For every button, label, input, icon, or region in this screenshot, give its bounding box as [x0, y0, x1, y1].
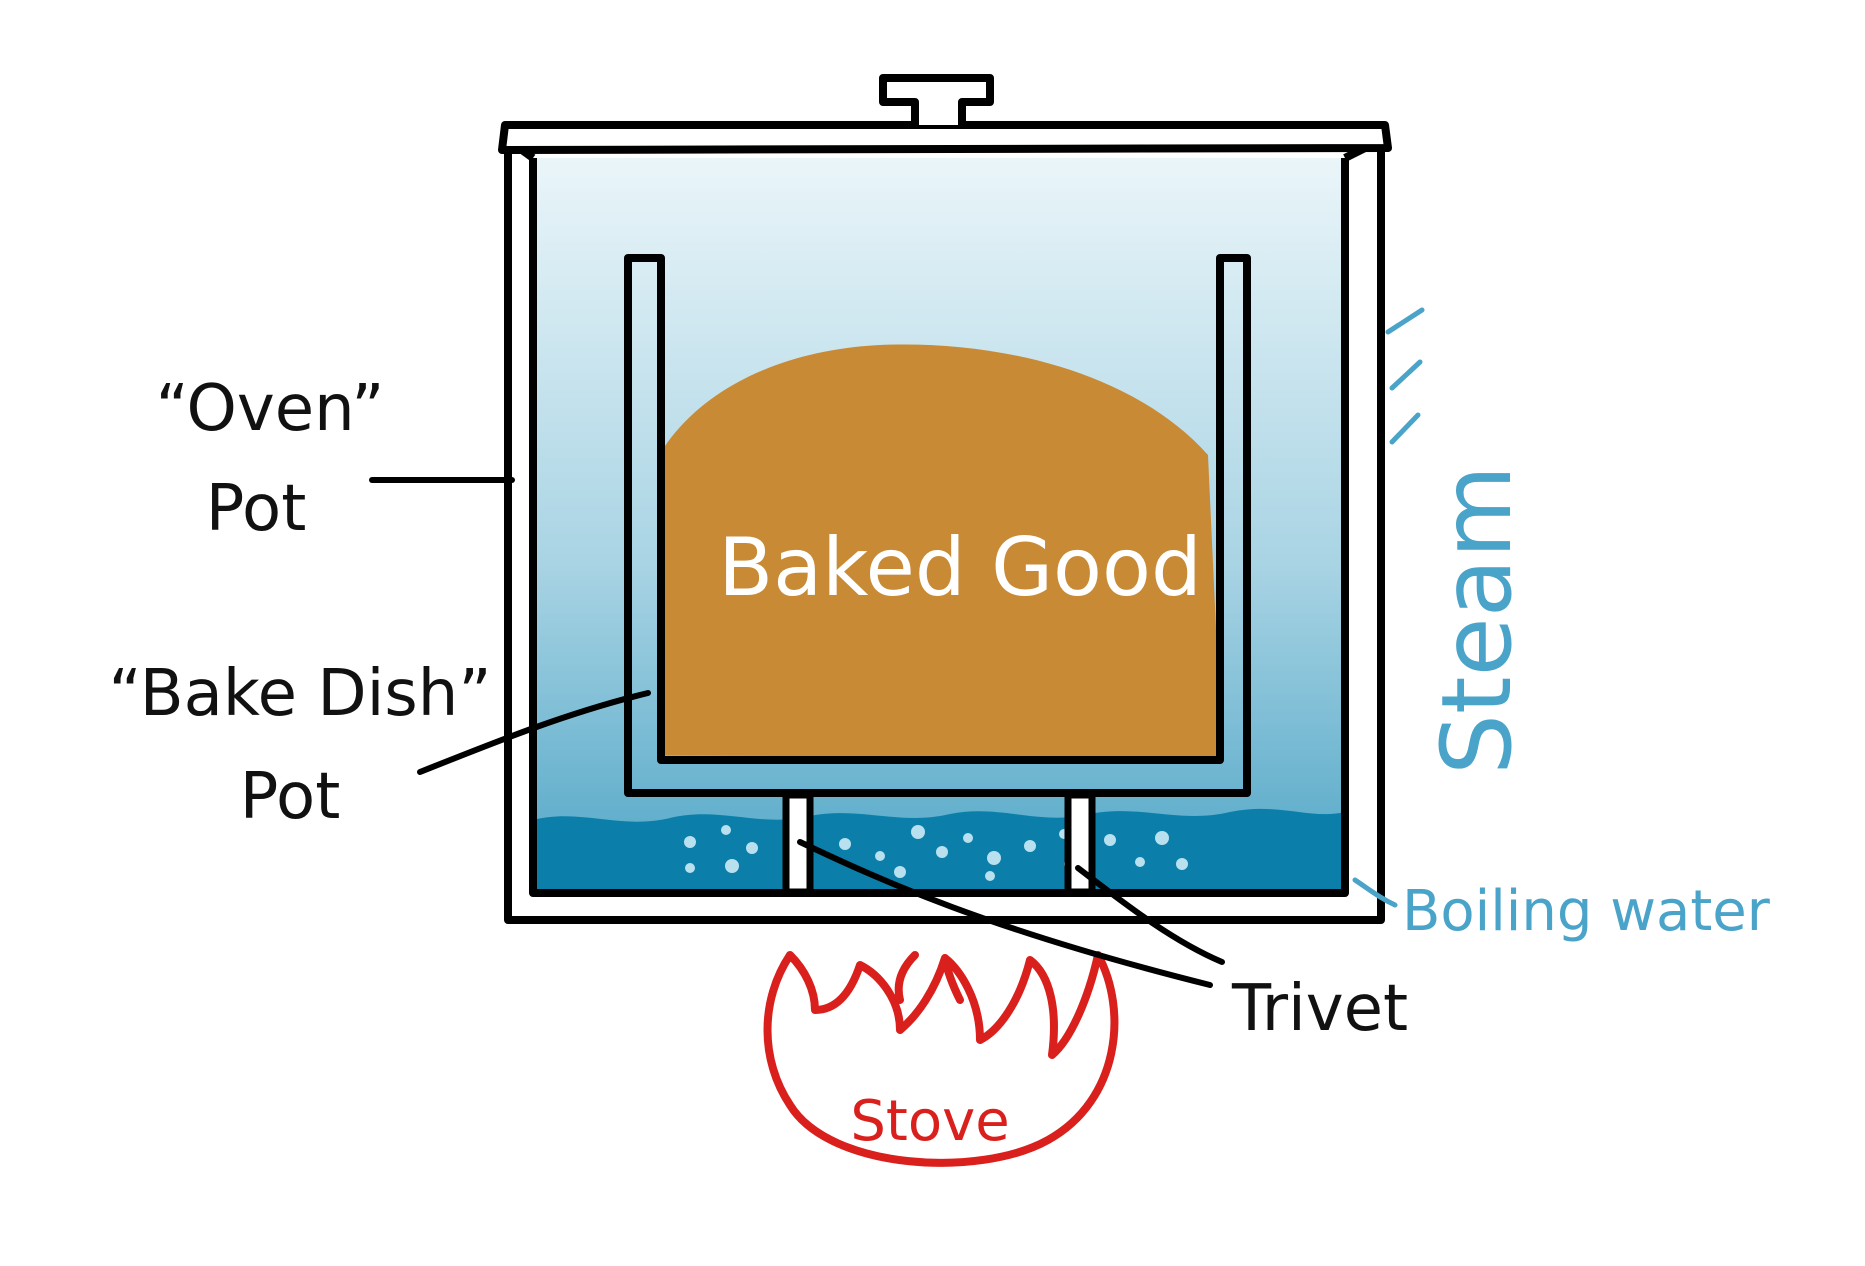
water-bubbles [684, 825, 1188, 881]
bake-dish [624, 254, 1251, 797]
boiling-water-leader [1352, 877, 1398, 908]
baked-good [661, 344, 1222, 760]
trivet-leader-2 [1075, 865, 1225, 965]
oven-pot-label: “Oven” Pot [156, 372, 385, 546]
trivet-label: Trivet [1231, 972, 1408, 1046]
trivet-leader-1 [797, 839, 1213, 988]
steam-stroke [1389, 359, 1423, 391]
steam-label: Steam [1421, 465, 1533, 775]
steam-stroke [1389, 412, 1421, 445]
bake-dish-label: “Bake Dish” Pot [109, 657, 492, 834]
pot-lid [498, 74, 1392, 154]
stove-flame-icon [763, 951, 1119, 1167]
bake-dish-label-line1: “Bake Dish” [109, 657, 492, 731]
bake-dish-label-line2: Pot [240, 760, 341, 834]
dish-walls [624, 254, 1251, 797]
boiling-water-label: Boiling water [1402, 879, 1771, 944]
stove-label: Stove [850, 1089, 1009, 1154]
oven-pot-label-line1: “Oven” [156, 372, 385, 446]
oven-pot-label-line2: Pot [206, 472, 307, 546]
bake-dish-leader [417, 690, 651, 775]
steam-stroke [1385, 307, 1425, 335]
baked-good-label: Baked Good [718, 521, 1201, 614]
